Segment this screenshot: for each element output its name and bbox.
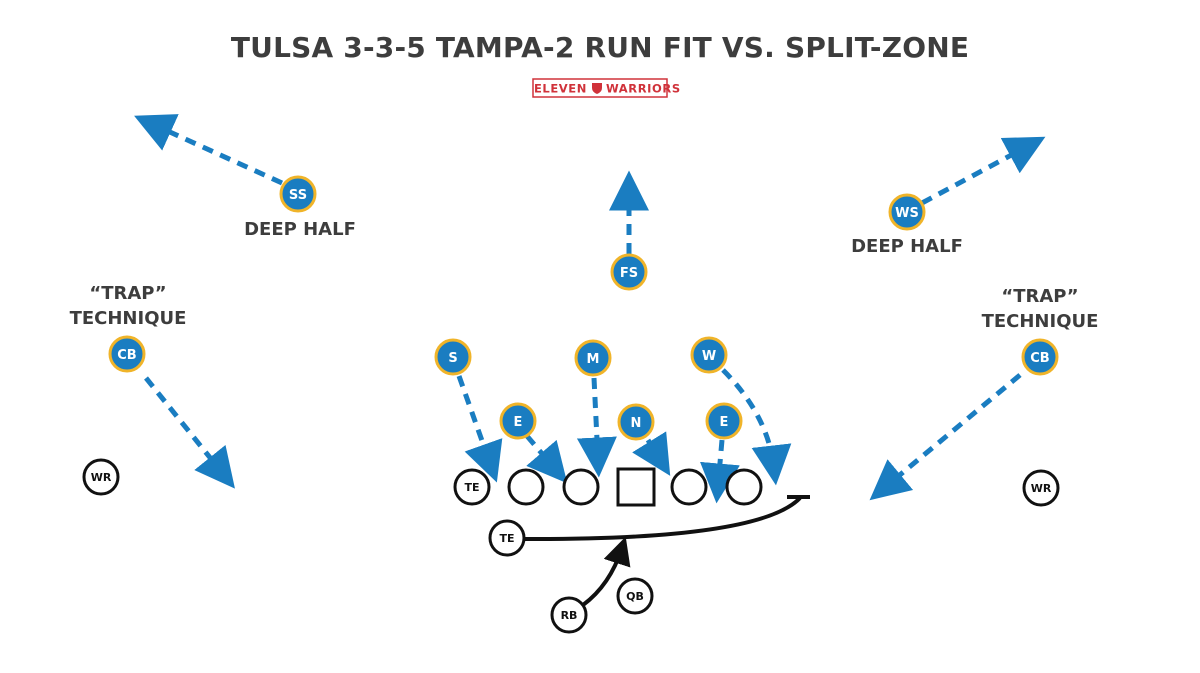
svg-text:E: E [514,415,523,430]
svg-text:TE: TE [464,481,479,494]
center [616,467,656,507]
ss-note: DEEP HALF [244,219,356,240]
offensive-line [507,467,763,507]
offensive-play [524,495,810,607]
ol-2 [562,468,600,506]
brand-left: ELEVEN [534,82,587,96]
ws-note: DEEP HALF [851,236,963,257]
w-fit-arrow [721,368,792,486]
defense-players: SS FS WS CB CB S M W [108,175,1059,441]
def-e-left: E [499,402,537,440]
ol-5 [725,468,763,506]
def-ws: WS [888,193,926,231]
m-fit-arrow [576,377,617,478]
ol-1 [507,468,545,506]
svg-text:W: W [702,349,716,364]
def-n: N [617,403,655,441]
svg-text:FS: FS [620,266,638,281]
svg-text:WR: WR [1031,482,1052,495]
rb-run-path [581,536,631,607]
svg-text:CB: CB [1030,351,1049,366]
e-right-fit-arrow [700,439,740,504]
offense-skill-players: WR WR TE TE RB QB [82,458,1060,634]
te-split-block-path [524,496,802,542]
def-ss: SS [279,175,317,213]
svg-text:RB: RB [561,609,578,622]
qb: QB [616,577,654,615]
def-s: S [434,338,472,376]
ol-4 [670,468,708,506]
svg-text:TE: TE [499,532,514,545]
svg-text:CB: CB [117,348,136,363]
svg-text:E: E [720,415,729,430]
eleven-warriors-logo: ELEVEN WARRIORS [532,78,681,98]
svg-text:N: N [631,416,642,431]
svg-text:WS: WS [895,206,919,221]
rb: RB [550,596,588,634]
n-fit-arrow [632,431,671,476]
svg-text:M: M [587,352,600,367]
def-cb-left: CB [108,335,146,373]
s-fit-arrow [456,375,503,483]
diagram-title: TULSA 3-3-5 TAMPA-2 RUN FIT VS. SPLIT-ZO… [231,31,969,64]
defensive-assignments [134,114,1046,504]
def-m: M [574,339,612,377]
def-cb-right: CB [1021,338,1059,376]
cb-left-note-line-1: “TRAP” [89,283,166,304]
cb-right-note-line-2: TECHNIQUE [982,311,1099,332]
assignment-notes: DEEP HALF DEEP HALF “TRAP” TECHNIQUE “TR… [70,219,1099,332]
wr-right: WR [1022,469,1060,507]
def-e-right: E [705,402,743,440]
svg-text:WR: WR [91,471,112,484]
cb-right-trap-arrow [869,373,1022,501]
shield-icon [592,83,602,94]
cb-right-note-line-1: “TRAP” [1001,286,1078,307]
svg-text:SS: SS [289,188,307,203]
te-wing: TE [488,519,526,557]
def-w: W [690,336,728,374]
svg-text:S: S [448,351,457,366]
brand-right: WARRIORS [606,82,681,96]
svg-text:QB: QB [626,590,644,603]
wr-left: WR [82,458,120,496]
cb-left-note-line-2: TECHNIQUE [70,308,187,329]
ws-deep-half-arrow [920,136,1046,206]
cb-left-trap-arrow [144,376,235,489]
def-fs: FS [610,253,648,291]
te-line: TE [453,468,491,506]
ss-deep-half-arrow [134,114,284,186]
e-left-fit-arrow [525,434,568,484]
